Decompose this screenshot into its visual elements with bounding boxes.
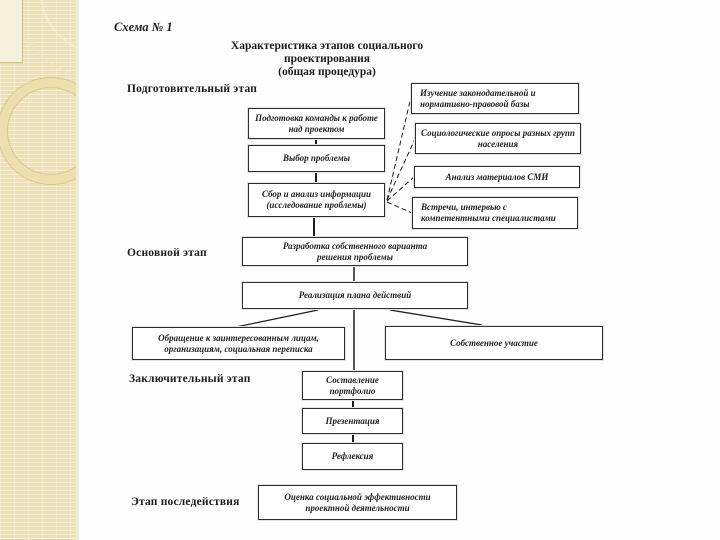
box-portfolio: Составление портфолио: [302, 371, 403, 400]
dashed-connector-info-to-surveys: [386, 138, 416, 201]
box-legal-base: Изучение законодательной и нормативно-пр…: [411, 83, 579, 114]
dashed-connector-info-to-interviews: [386, 201, 413, 214]
box-sociological-surveys: Социологические опросы разных групп насе…: [415, 123, 581, 154]
stage-label-final: Заключительный этап: [129, 373, 251, 385]
box-own-participation: Собственное участие: [385, 326, 603, 360]
page-title: Характеристика этапов социального проект…: [192, 40, 462, 79]
box-reflection: Рефлексия: [302, 443, 403, 470]
page-title-line2: (общая процедура): [278, 66, 376, 78]
decorative-ring: [0, 78, 76, 184]
connector-plan-to-appeal: [235, 309, 319, 328]
connector-plan-to-participation: [389, 309, 483, 326]
box-own-solution: Разработка собственного варианта решения…: [242, 237, 468, 266]
box-effectiveness-evaluation: Оценка социальной эффективности проектно…: [258, 485, 457, 520]
dashed-connector-info-to-legal: [386, 96, 412, 201]
box-media-analysis: Анализ материалов СМИ: [414, 166, 580, 188]
stage-label-main: Основной этап: [127, 247, 207, 259]
box-info-collection: Сбор и анализ информации (исследование п…: [248, 183, 385, 217]
box-presentation: Презентация: [302, 408, 403, 434]
dashed-connector-info-to-media: [386, 176, 415, 202]
box-expert-interviews: Встречи, интервью с компетентными специа…: [412, 197, 578, 229]
box-problem-choice: Выбор проблемы: [248, 145, 385, 172]
box-appeal-to-stakeholders: Обращение к заинтересованным лицам, орга…: [132, 327, 345, 360]
stage-label-aftereffect: Этап последействия: [131, 496, 240, 508]
scheme-number-label: Схема № 1: [114, 20, 173, 34]
decorative-corner-square: [0, 0, 23, 63]
decorative-left-strip: [0, 0, 79, 540]
page-title-line1: Характеристика этапов социального проект…: [230, 40, 424, 65]
box-team-preparation: Подготовка команды к работе над проектом: [248, 108, 385, 139]
stage-label-preparatory: Подготовительный этап: [127, 83, 258, 95]
box-plan-realization: Реализация плана действий: [242, 282, 468, 309]
